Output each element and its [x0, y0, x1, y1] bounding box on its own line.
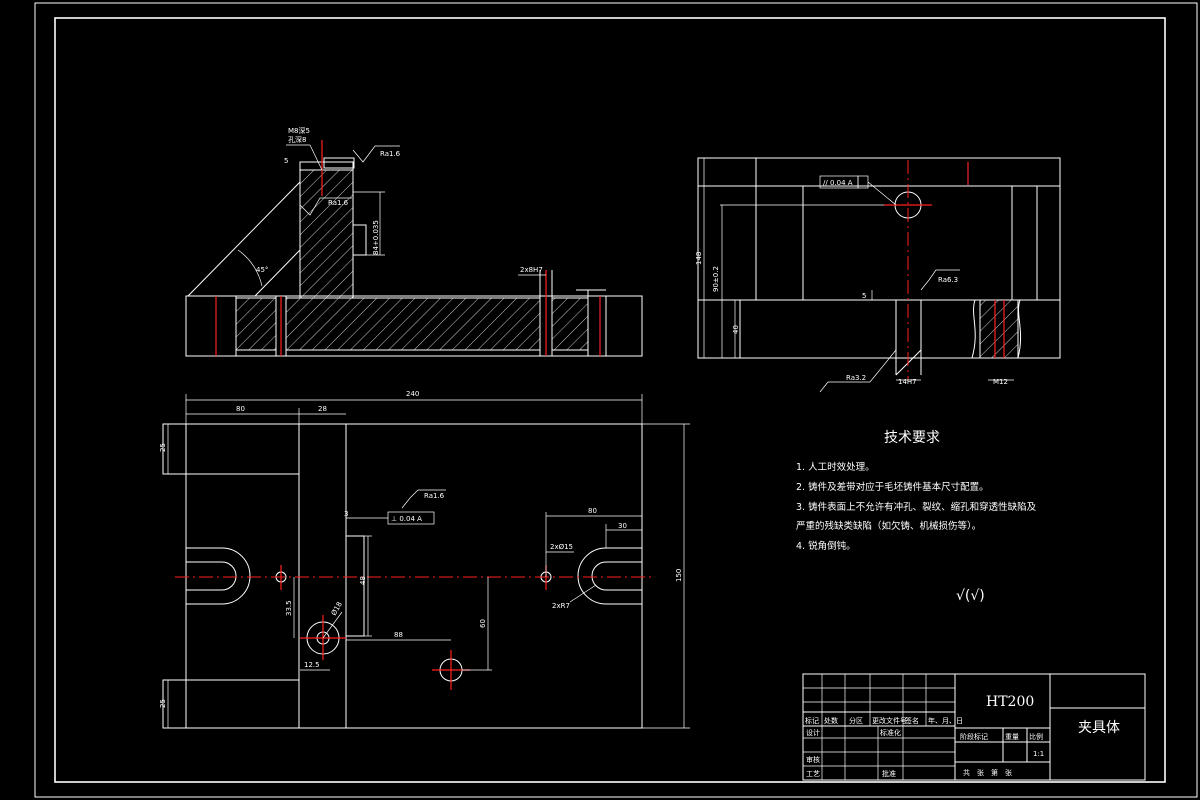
top-right-dim: 80 [588, 507, 597, 515]
top-roughness: Ra1.6 [424, 492, 445, 500]
side-roughness-right: Ra6.3 [938, 276, 958, 284]
tb-header-6: 年、月、日 [928, 716, 963, 725]
top-left-tab-top: 25 [159, 443, 167, 452]
side-view: 148 90±0.2 40 // 0.04 A Ra6.3 5 Ra3.2 14… [695, 157, 1061, 393]
side-height-low: 40 [732, 325, 740, 334]
top-pin-note: 2xØ15 [550, 543, 573, 551]
tb-scale-label: 比例 [1029, 732, 1043, 741]
tb-design: 设计 [806, 728, 820, 737]
tb-weight: 重量 [1005, 733, 1019, 741]
side-height-total: 148 [695, 252, 703, 265]
tb-stage: 阶段标记 [960, 732, 988, 741]
tech-item-4: 4. 锐角倒钝。 [796, 540, 856, 552]
perpendicularity-frame: ⊥ 0.04 A [391, 515, 422, 523]
roughness-slot: Ra1.6 [328, 199, 349, 207]
tech-requirements: 技术要求 1. 人工时效处理。 2. 铸件及差带对应于毛坯铸件基本尺寸配置。 3… [796, 430, 1037, 604]
tb-scale: 1:1 [1033, 750, 1044, 758]
roughness-symbol: √(√) [956, 588, 985, 604]
slot-note: 2x8H7 [520, 266, 543, 274]
top-right-dim-small: 30 [618, 522, 627, 530]
top-width-total: 240 [406, 390, 419, 398]
roughness-top: Ra1.6 [380, 150, 401, 158]
outer-frame [34, 2, 1198, 798]
top-left-offset: 80 [236, 405, 245, 413]
side-slot-width: M12 [993, 378, 1008, 386]
top-vert-dim-b: 60 [479, 619, 487, 628]
side-hole-dia: 14H7 [898, 378, 917, 386]
hole-note-1: M8深5 [288, 126, 310, 135]
top-left-tab-bottom: 25 [159, 699, 167, 708]
top-slot-radius: 2xR7 [552, 602, 570, 610]
front-section-view: 45° M8深5 孔深8 5 Ra1.6 Ra1.6 84+0.035 2x8H… [185, 126, 643, 357]
tb-approve: 批准 [882, 769, 896, 778]
tech-title: 技术要求 [884, 430, 940, 446]
tb-header-2: 处数 [824, 716, 838, 725]
tb-process: 工艺 [806, 770, 820, 778]
top-hole-dist: 33.5 [285, 600, 293, 616]
small-dim-5: 5 [284, 157, 288, 165]
top-small-dim: 3 [344, 510, 348, 518]
top-height-total: 150 [675, 569, 683, 582]
tb-header-3: 分区 [849, 716, 863, 725]
top-vertical-dim: 48 [359, 576, 367, 585]
top-hole-dia: Ø18 [330, 601, 344, 617]
tb-header-1: 标记 [805, 716, 819, 725]
inner-frame [54, 17, 1166, 783]
material: HT200 [986, 694, 1034, 710]
tech-item-3: 3. 铸件表面上不允许有冲孔、裂纹、缩孔和穿透性缺陷及 [796, 501, 1037, 513]
tb-review: 审核 [806, 755, 820, 764]
tb-header-5: 签名 [905, 716, 919, 725]
tb-sheet: 共 张 第 张 [963, 768, 1012, 777]
parallelism-frame: // 0.04 A [823, 179, 853, 187]
top-horiz-dim: 88 [394, 631, 403, 639]
top-mid-offset: 28 [318, 405, 327, 413]
hole-note-2: 孔深8 [288, 135, 306, 144]
top-hole-offset: 12.5 [304, 661, 320, 669]
slot-height-dim: 84+0.035 [372, 220, 380, 255]
title-block: 标记 处数 分区 更改文件号 签名 年、月、日 设计 标准化 审核 工艺 批准 … [802, 673, 1146, 781]
side-height-mid: 90±0.2 [712, 266, 720, 292]
tech-item-2: 2. 铸件及差带对应于毛坯铸件基本尺寸配置。 [796, 481, 989, 493]
angle-dim: 45° [256, 266, 268, 274]
tech-item-1: 1. 人工时效处理。 [796, 461, 875, 473]
side-roughness-bottom: Ra3.2 [846, 374, 866, 382]
tech-item-3b: 严重的残缺类缺陷（如欠铸、机械损伤等）。 [796, 520, 981, 532]
part-name: 夹具体 [1078, 720, 1120, 736]
top-view: 240 80 28 25 25 150 Ra1.6 ⊥ 0.04 A 3 48 … [159, 390, 690, 729]
side-small-dim: 5 [862, 292, 866, 300]
tb-header-4: 更改文件号 [872, 716, 907, 725]
tb-standard: 标准化 [880, 728, 901, 737]
